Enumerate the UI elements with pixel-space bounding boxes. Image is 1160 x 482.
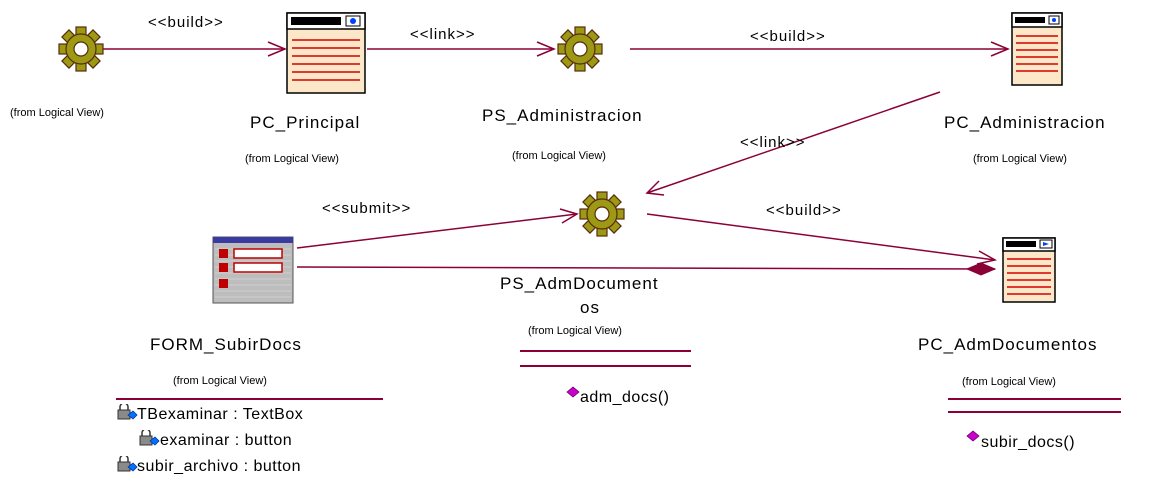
class-compartment-separator bbox=[948, 398, 1121, 400]
node-name-form-subirdocs: FORM_SubirDocs bbox=[150, 335, 302, 354]
edge-label-submit: <<submit>> bbox=[322, 200, 412, 217]
from-logical-view-label: (from Logical View) bbox=[173, 375, 267, 387]
attribute-examinar: examinar : button bbox=[160, 432, 293, 449]
arrowhead bbox=[559, 208, 579, 224]
arrowhead bbox=[976, 250, 998, 265]
public-operation-icon bbox=[566, 386, 580, 398]
edge-label-link: <<link>> bbox=[740, 134, 806, 151]
html-form-icon bbox=[212, 236, 294, 304]
server-page-gear-icon bbox=[557, 26, 603, 72]
from-logical-view-label: (from Logical View) bbox=[962, 376, 1056, 388]
server-page-gear-icon bbox=[58, 26, 104, 72]
edge-link-pc-administracion-to-ps-admdocuments bbox=[646, 91, 941, 194]
node-name-pc-admdocumentos: PC_AdmDocumentos bbox=[918, 335, 1098, 354]
private-attribute-lock-icon bbox=[139, 430, 160, 446]
operation-subir-docs: subir_docs() bbox=[981, 434, 1076, 451]
operation-adm-docs: adm_docs() bbox=[580, 389, 670, 406]
arrowhead bbox=[267, 41, 287, 57]
attribute-subir-archivo: subir_archivo : button bbox=[137, 458, 301, 475]
node-name-ps-administracion: PS_Administracion bbox=[482, 106, 643, 125]
edge-aggregation-form-to-pc-admdocumentos bbox=[296, 266, 996, 270]
node-name-ps-admdocumentos-wrap: os bbox=[580, 298, 600, 317]
attribute-tbexaminar: TBexaminar : TextBox bbox=[137, 406, 304, 423]
edge-submit-form-to-ps-admdocuments bbox=[296, 213, 578, 249]
class-compartment-separator bbox=[520, 350, 691, 352]
from-logical-view-label: (from Logical View) bbox=[973, 153, 1067, 165]
arrowhead bbox=[645, 180, 665, 196]
private-attribute-lock-icon bbox=[117, 404, 138, 420]
from-logical-view-label: (from Logical View) bbox=[528, 325, 622, 337]
from-logical-view-label: (from Logical View) bbox=[10, 107, 104, 119]
class-compartment-separator bbox=[116, 398, 383, 400]
arrowhead bbox=[990, 41, 1010, 57]
class-compartment-separator bbox=[948, 411, 1121, 413]
node-name-ps-admdocumentos: PS_AdmDocument bbox=[500, 274, 659, 293]
class-compartment-separator bbox=[520, 365, 691, 367]
private-attribute-lock-icon bbox=[117, 456, 138, 472]
edge-label-build: <<build>> bbox=[750, 28, 826, 45]
arrowhead bbox=[536, 41, 556, 57]
edge-build-ps-admdocuments-to-pc-admdocumentos bbox=[646, 213, 996, 261]
edge-label-link: <<link>> bbox=[410, 26, 476, 43]
aggregation-diamond bbox=[965, 262, 997, 276]
server-page-gear-icon bbox=[579, 191, 625, 237]
public-operation-icon bbox=[966, 430, 980, 442]
edge-label-build: <<build>> bbox=[148, 14, 224, 31]
from-logical-view-label: (from Logical View) bbox=[512, 150, 606, 162]
node-name-pc-administracion: PC_Administracion bbox=[944, 113, 1106, 132]
client-page-icon bbox=[286, 12, 366, 94]
from-logical-view-label: (from Logical View) bbox=[245, 153, 339, 165]
client-page-icon bbox=[1002, 237, 1056, 303]
node-name-pc-principal: PC_Principal bbox=[250, 113, 361, 132]
client-page-icon bbox=[1011, 12, 1063, 86]
edge-label-build: <<build>> bbox=[766, 202, 842, 219]
